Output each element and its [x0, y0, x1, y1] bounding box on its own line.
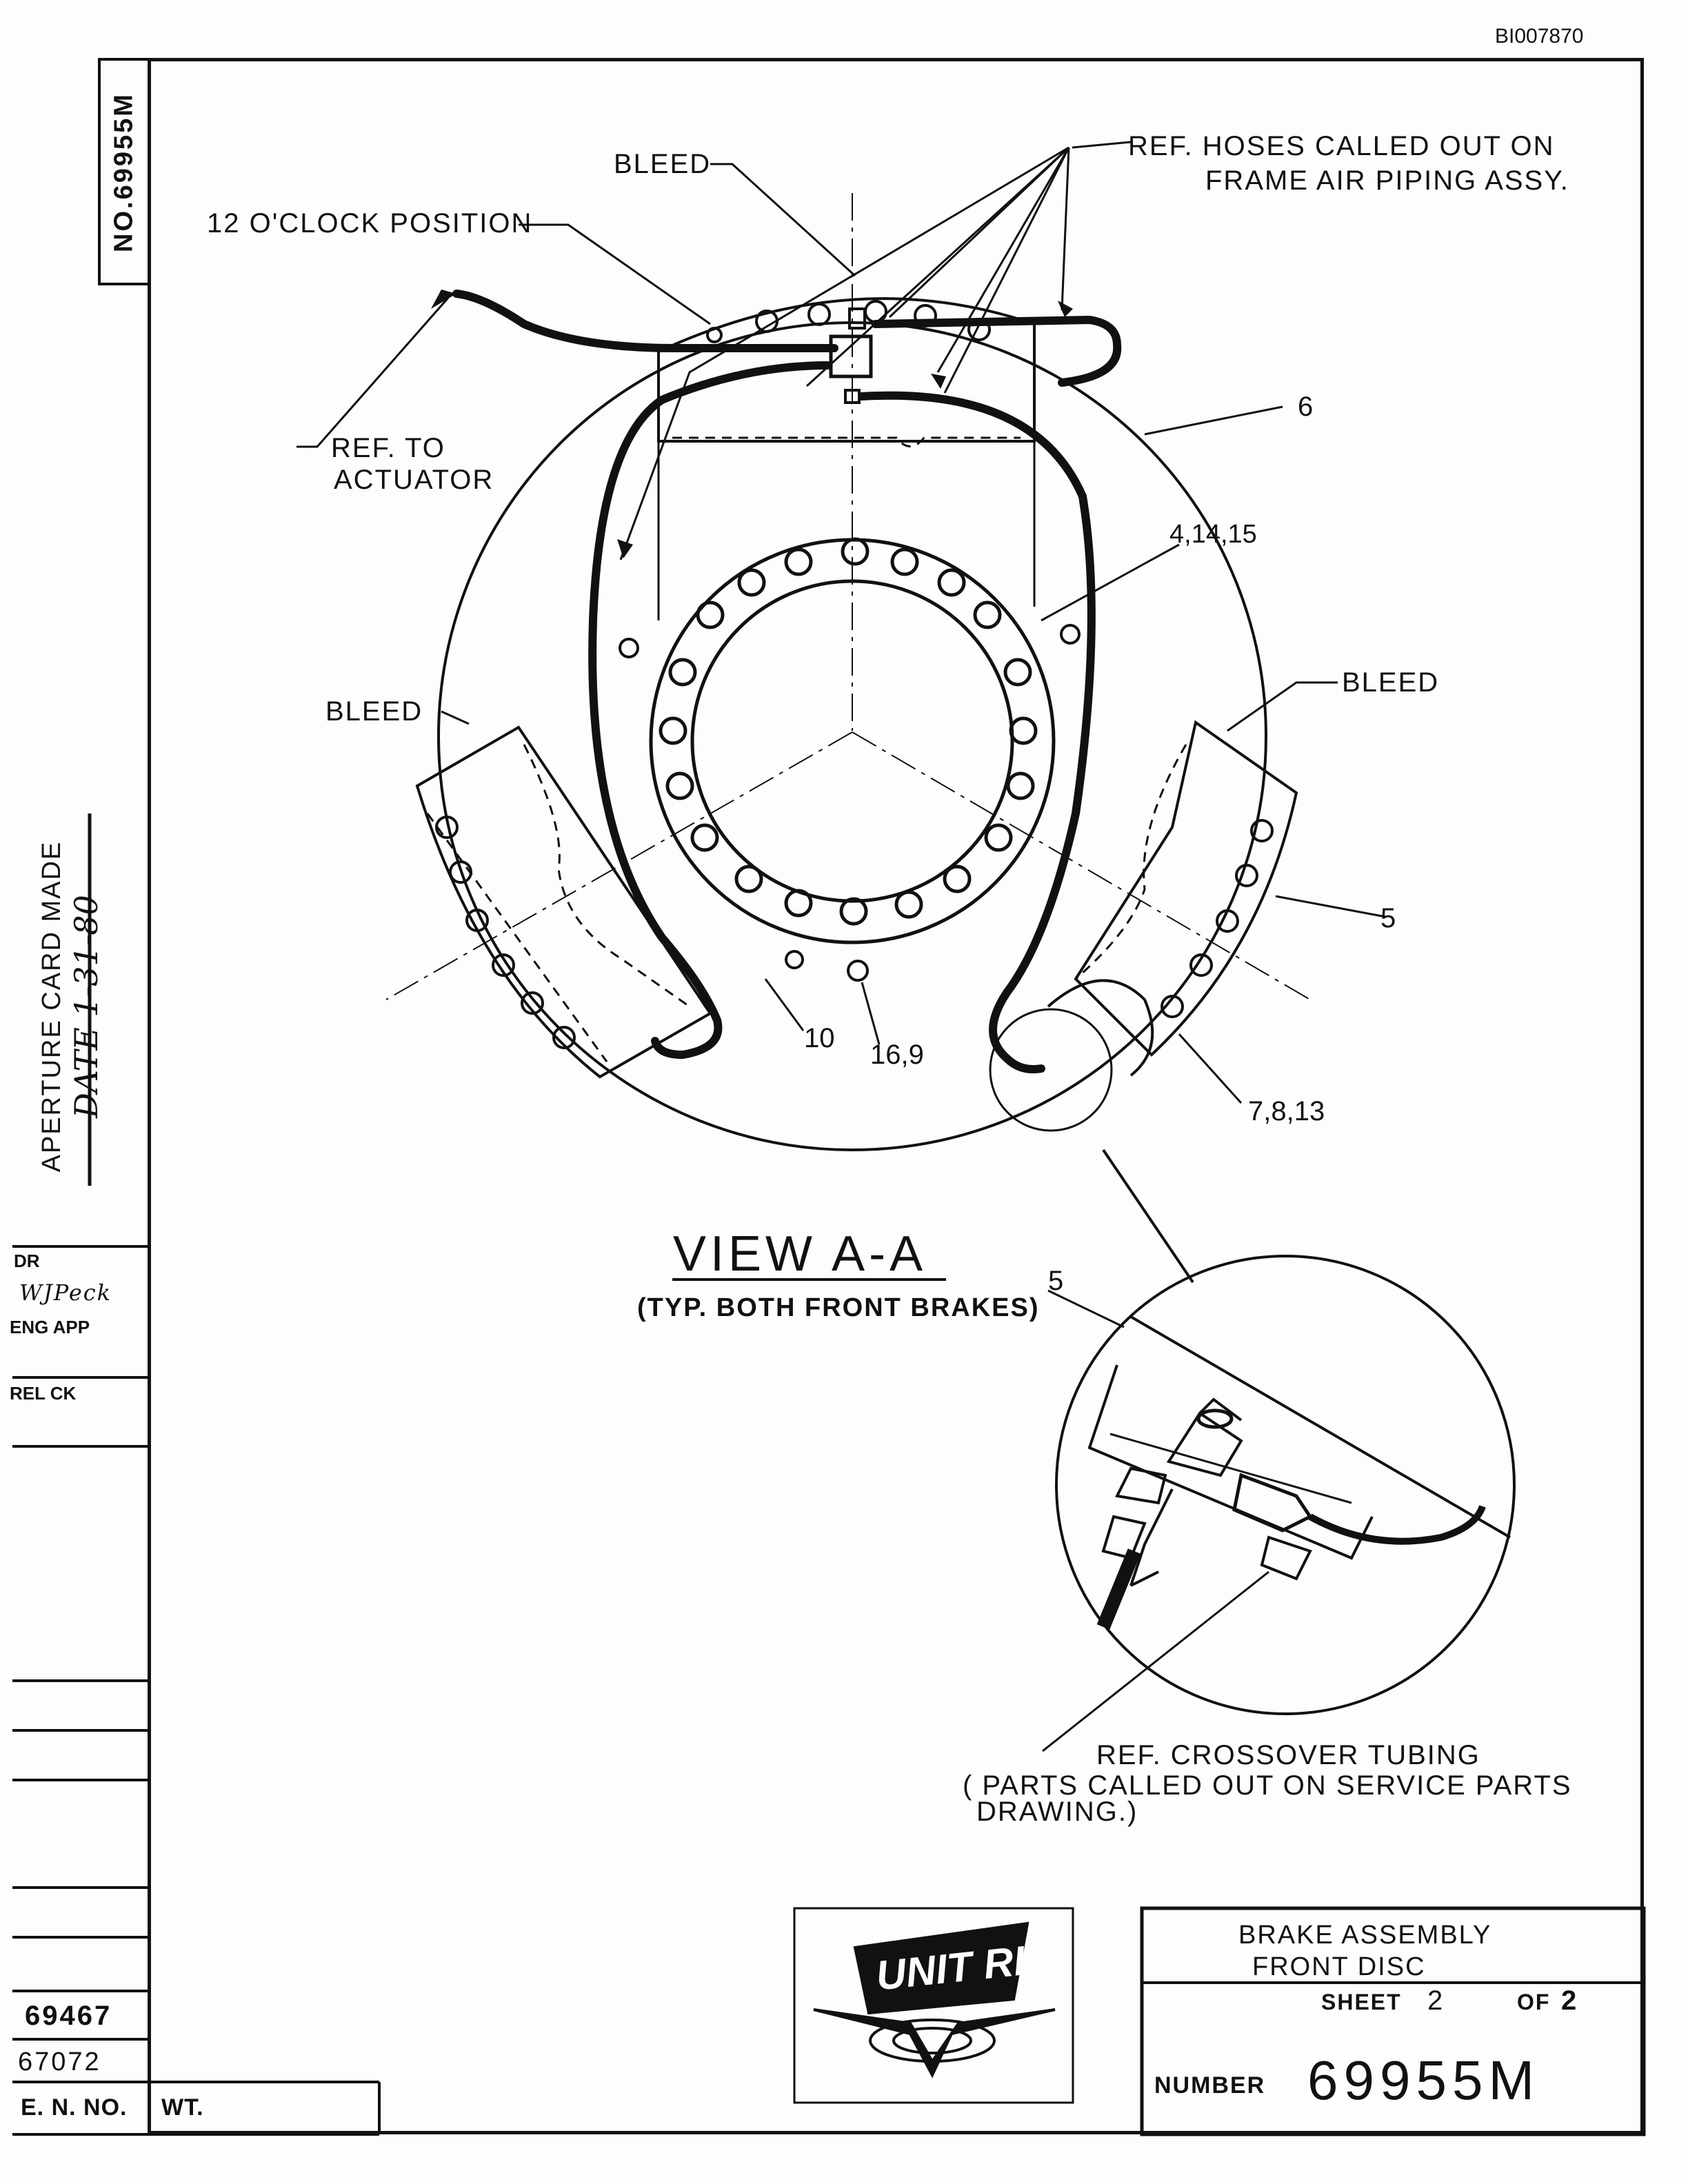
arrowheads	[431, 290, 1073, 558]
hose-junction-block	[829, 334, 873, 378]
label-parts-called-line2: DRAWING.)	[976, 1797, 1138, 1827]
bleed-fitting-top	[848, 307, 866, 330]
detail-view	[1055, 1255, 1516, 1715]
fitting-bottom	[844, 389, 861, 404]
label-part-5-detail: 5	[1048, 1266, 1065, 1296]
drawing-border	[148, 58, 1644, 2134]
drafter-signature: WJPeck	[19, 1280, 112, 1306]
label-twelve-oclock: 12 O'CLOCK POSITION	[207, 208, 533, 239]
label-part-16-9: 16,9	[870, 1040, 924, 1070]
label-bleed-right: BLEED	[1342, 667, 1440, 698]
dr-label: DR	[14, 1251, 40, 1271]
title-block-lines	[1140, 1906, 1646, 2136]
drawing-number: 69955M	[1307, 2050, 1540, 2111]
aperture-line2: DATE 1-31-80	[68, 895, 105, 1118]
label-parts-called-line1: ( PARTS CALLED OUT ON SERVICE PARTS	[963, 1770, 1572, 1801]
label-part-7-8-13: 7,8,13	[1248, 1096, 1325, 1126]
of-number: 2	[1561, 1985, 1578, 2016]
label-ref-to: REF. TO	[331, 433, 445, 463]
title-line2: FRONT DISC	[1252, 1952, 1426, 1981]
of-label: OF	[1517, 1990, 1551, 2014]
sheet-label: SHEET	[1321, 1990, 1402, 2014]
eng-app-label: ENG APP	[10, 1317, 90, 1337]
label-bleed-left: BLEED	[325, 696, 423, 727]
aperture-line1: APERTURE CARD MADE	[37, 840, 66, 1173]
title-line1: BRAKE ASSEMBLY	[1238, 1921, 1492, 1950]
brake-hoses	[452, 290, 1122, 1073]
detail-locator-circle	[989, 1008, 1113, 1132]
hub-bolt-circle-outer	[649, 538, 1056, 944]
leader-lines	[297, 141, 1387, 1752]
hub-bolts	[659, 537, 1038, 926]
left-caliper	[415, 725, 712, 1079]
view-subtitle: (TYP. BOTH FRONT BRAKES)	[637, 1293, 1040, 1322]
en-number-1: 69467	[25, 2001, 112, 2031]
label-ref-hoses-line2: FRAME AIR PIPING ASSY.	[1205, 165, 1569, 196]
label-bleed-top: BLEED	[614, 149, 712, 179]
aperture-card-stamp: APERTURE CARD MADE DATE 1-31-80	[34, 840, 105, 1173]
right-caliper	[1074, 720, 1298, 1057]
label-ref-hoses-line1: REF. HOSES CALLED OUT ON	[1128, 131, 1555, 161]
label-ref-crossover: REF. CROSSOVER TUBING	[1096, 1740, 1480, 1770]
number-label: NUMBER	[1154, 2072, 1266, 2099]
left-block-lines	[12, 813, 381, 2136]
document-id: BI007870	[1495, 25, 1584, 48]
label-part-6: 6	[1298, 392, 1315, 422]
rel-ck-label: REL CK	[10, 1383, 77, 1404]
label-part-10: 10	[804, 1023, 835, 1053]
label-actuator: ACTUATOR	[334, 465, 494, 495]
number-strip	[98, 58, 150, 285]
centerlines	[385, 193, 1311, 1000]
en-number-2: 67072	[18, 2048, 101, 2076]
sheet-number: 2	[1427, 1985, 1445, 2016]
small-bolts	[619, 624, 1081, 982]
logo-graphic	[813, 1921, 1056, 2079]
view-title: VIEW A-A	[673, 1226, 927, 1282]
label-part-5-right: 5	[1380, 903, 1398, 933]
logo-box	[793, 1907, 1074, 2104]
label-part-4-14-15: 4,14,15	[1169, 520, 1257, 549]
wt-label: WT.	[161, 2094, 204, 2121]
en-no-label: E. N. NO.	[21, 2094, 128, 2121]
